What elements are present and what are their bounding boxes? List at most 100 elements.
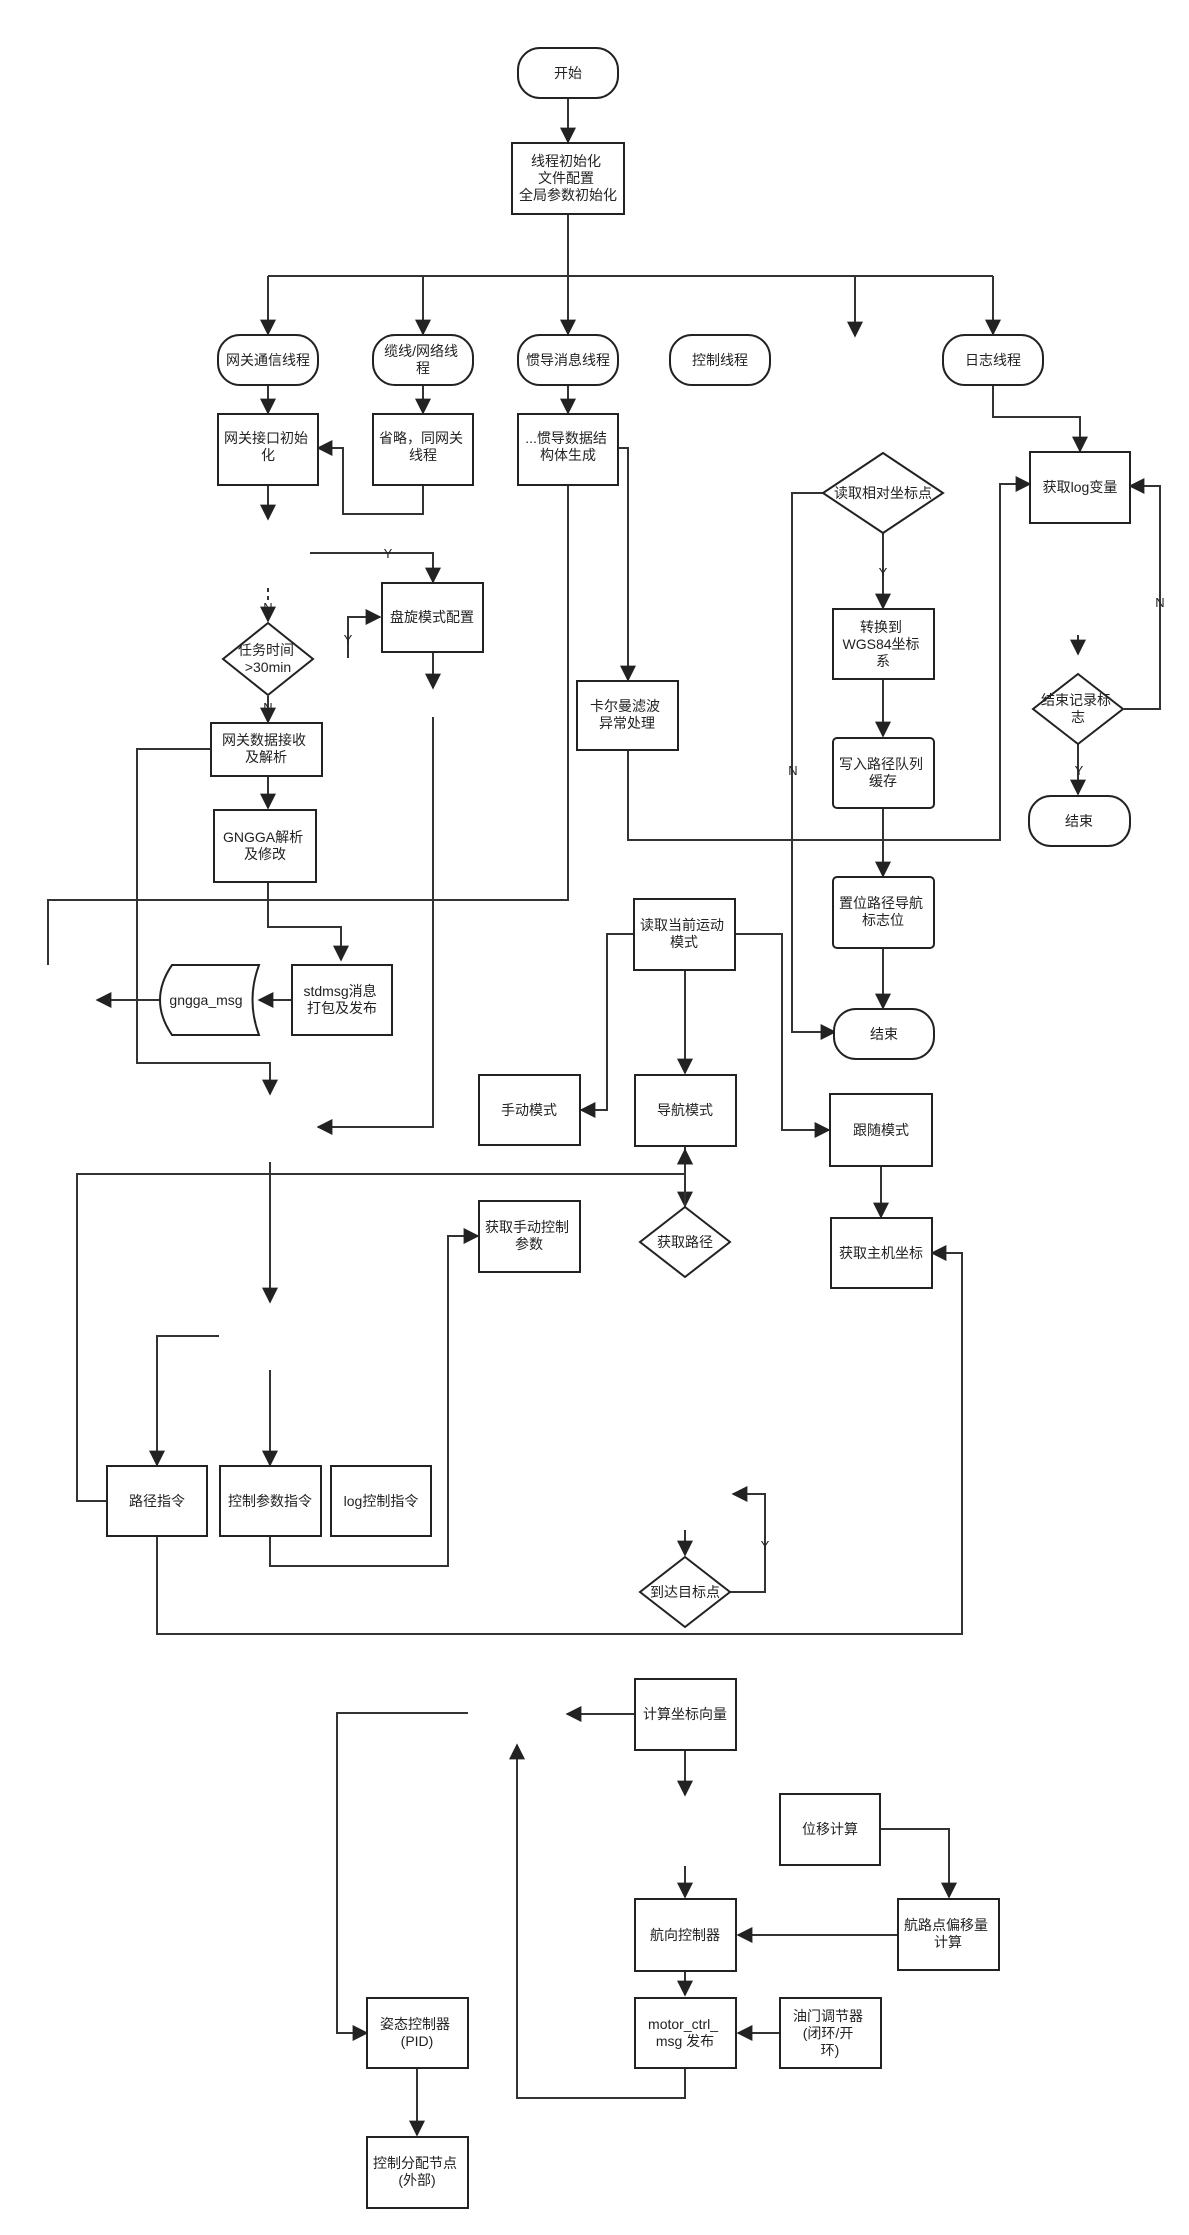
edge-mode-follow [736,933,831,1138]
edge-label-n-log-loop: N [1155,595,1164,610]
node-reach-target [638,1555,732,1629]
node-kalman-label: 卡尔曼滤波 异常处理 [590,698,664,731]
node-calc-vec-label: 计算坐标向量 [643,1706,727,1722]
edge-log-thread-getlog [992,385,1088,453]
node-read-mode [633,898,736,971]
edge-attitude-feed [336,1712,468,2041]
node-follow-mode-label: 跟随模式 [853,1122,909,1138]
edge-label-y-hover-top: Y [384,546,393,561]
edge-endflag-n-loop [1124,478,1161,710]
edge-label-y-log-end: Y [1075,763,1084,778]
edge-ins-struct-kalman [618,447,636,682]
node-gw-recv [210,722,323,777]
flowchart-nodes: 开始 线程初始化 文件配置 全局参数初始化 网关通信线程 缆线/网络线 程 惯导… [106,47,1131,2209]
node-wp-offset [897,1898,1000,1971]
node-read-rel-label: 读取相对坐标点 [834,485,932,501]
edge-label-n-task-top: N [263,600,272,615]
node-manual-mode [478,1074,581,1146]
node-task-time [221,621,315,697]
node-log-ctrl-cmd-label: log控制指令 [344,1493,419,1509]
edge-read-rel-n-end [791,492,837,1040]
connector-lines [47,98,1161,2137]
node-gngga-label: GNGGA解析 及修改 [223,829,307,862]
node-get-log-label: 获取log变量 [1043,479,1118,495]
node-hover-cfg [381,582,484,653]
node-get-manual [478,1200,581,1273]
node-ctrl-param-cmd [219,1465,322,1537]
node-start [517,47,619,99]
node-gngga-msg [159,964,261,1036]
node-log-thread [942,334,1044,386]
edge-label-n-read-rel: N [788,763,797,778]
node-stdmsg-label: stdmsg消息 打包及发布 [303,983,380,1016]
edge-label-y-task: Y [344,632,353,647]
node-gw-recv-label: 网关数据接收 及解析 [222,732,310,765]
node-kalman [576,680,679,751]
node-write-queue-label: 写入路径队列 缓存 [839,756,927,789]
node-start-label: 开始 [554,65,582,81]
node-manual-mode-label: 手动模式 [501,1102,557,1118]
node-gngga [213,809,317,883]
node-gw-init-label: 网关接口初始 化 [224,430,312,463]
node-path-cmd [106,1465,208,1537]
node-to-wgs-label: 转换到 WGS84坐标 系 [843,619,924,669]
node-end-log-flag-label: 结束记录标 志 [1041,692,1115,725]
node-task-time-label: 任务时间 >30min [238,642,298,675]
node-init-label: 线程初始化 文件配置 全局参数初始化 [519,153,617,203]
edge-labels: Y N Y N Y N N Y Y [263,546,1164,1553]
node-get-path-label: 获取路径 [657,1234,713,1250]
node-motor-pub [634,1997,737,2069]
node-calc-vec [634,1678,737,1751]
node-get-path [638,1205,732,1279]
node-disp-calc-label: 位移计算 [802,1821,858,1837]
edge-kalman-loop [627,476,1032,841]
node-log-ctrl-cmd [330,1465,432,1537]
node-write-queue [832,737,935,809]
node-set-flag [832,876,935,949]
edge-motor-feedback [509,1743,686,2099]
edge-label-y-reach: Y [761,1538,770,1553]
node-cable-thread [372,334,474,386]
node-follow-mode [829,1093,933,1167]
edge-mode-manual [579,933,634,1118]
edge-label-y-read-rel: Y [879,565,888,580]
node-get-host [830,1217,933,1289]
node-read-mode-label: 读取当前运动 模式 [640,917,728,950]
node-cable-thread-label: 缆线/网络线 程 [384,343,462,376]
node-to-wgs [832,608,935,680]
node-attitude-ctrl [366,1997,469,2069]
edge-label-n-task-bottom: N [263,700,272,715]
edge-init-branch-bus [268,214,993,277]
node-end-log [1028,795,1131,847]
node-ins-thread [517,334,619,386]
node-ins-thread-label: 惯导消息线程 [526,352,610,368]
node-path-cmd-label: 路径指令 [129,1493,185,1509]
node-gngga-msg-label: gngga_msg [169,992,242,1008]
node-end-mid-label: 结束 [870,1026,898,1042]
node-ctrl-param-cmd-label: 控制参数指令 [228,1493,312,1509]
node-reach-target-label: 到达目标点 [650,1584,720,1600]
node-wp-offset-label: 航路点偏移量 计算 [904,1917,992,1950]
node-omit-label: 省略，同网关 线程 [379,430,467,463]
node-throttle [779,1997,882,2069]
node-heading-ctrl-label: 航向控制器 [650,1927,720,1943]
edge-task-y-hover [347,609,382,658]
node-read-rel [821,451,945,535]
node-heading-ctrl [634,1898,737,1972]
node-end-log-flag [1031,672,1125,746]
node-ctrl-thread [669,334,771,386]
node-get-host-label: 获取主机坐标 [839,1245,923,1261]
node-gw-thread-label: 网关通信线程 [226,352,310,368]
node-ins-struct-label: ...惯导数据结 构体生成 [525,430,611,463]
edge-ctrlparam-manual [269,1228,480,1567]
node-alloc [366,2136,469,2209]
edge-recv-left-down [136,748,278,1096]
edge-yline-hover [310,552,441,584]
edge-struct-long [47,485,569,965]
node-throttle-label: 油门调节器 (闭环/开 环) [793,2008,867,2058]
node-gw-init [217,413,319,486]
node-omit [372,413,474,486]
node-end-mid [833,1008,935,1060]
node-disp-calc [779,1793,881,1866]
